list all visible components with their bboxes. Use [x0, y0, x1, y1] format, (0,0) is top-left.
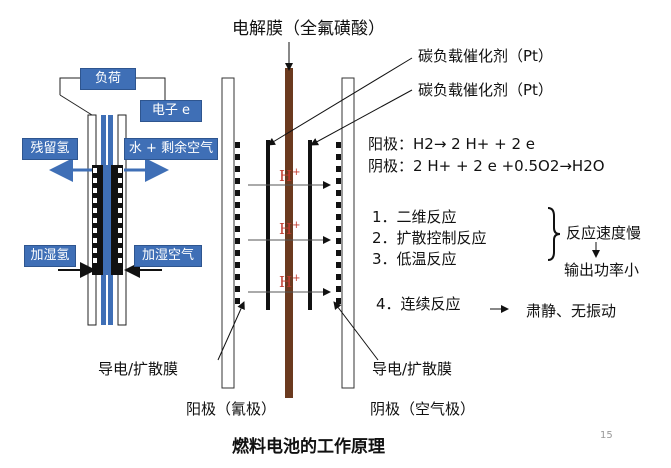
anode-prefix: 阳极：	[368, 135, 414, 153]
proton-label-2: H+	[279, 220, 300, 238]
diffusion-left-label: 导电/扩散膜	[98, 360, 179, 378]
mini-cell	[49, 77, 169, 326]
power-small: 输出功率小	[564, 261, 640, 279]
membrane-label: 电解膜（全氟磺酸）	[232, 19, 385, 39]
cathode-label: 阴极（空气极）	[370, 400, 476, 418]
page-number: 15	[600, 430, 613, 441]
main-cell	[217, 42, 413, 398]
load-box: 负荷	[80, 68, 136, 90]
anode-label: 阳极（氰极）	[186, 400, 277, 418]
humid-air-box: 加湿空气	[134, 245, 202, 267]
water-air-box: 水 + 剩余空气	[124, 138, 218, 160]
proton-charge: +	[292, 167, 301, 178]
proton-symbol: H	[279, 220, 293, 238]
anode-reaction: 阳极：H2→ 2 H+ + 2 e	[368, 133, 535, 154]
proton-label-1: H+	[279, 167, 300, 185]
proton-symbol: H	[279, 167, 293, 185]
cathode-reaction: 阴极：2 H+ + 2 e +0.5O2→H2O	[368, 155, 605, 176]
proton-label-3: H+	[279, 273, 300, 291]
feature-item-1: 1．二维反应	[372, 208, 457, 226]
feature-item-4: 4．连续反应	[376, 295, 461, 313]
catalyst-label-1: 碳负载催化剂（Pt）	[418, 47, 553, 65]
page-title: 燃料电池的工作原理	[232, 437, 385, 457]
rate-slow: 反应速度慢	[566, 224, 642, 242]
proton-charge: +	[292, 220, 301, 231]
cathode-equation: 2 H+ + 2 e +0.5O2→H2O	[413, 157, 605, 175]
anode-equation: H2→ 2 H+ + 2 e	[413, 135, 535, 153]
cathode-prefix: 阴极：	[368, 157, 414, 175]
feature-brace	[490, 207, 600, 313]
proton-charge: +	[292, 273, 301, 284]
residual-h2-box: 残留氢	[22, 138, 78, 160]
proton-symbol: H	[279, 273, 293, 291]
feature-item-3: 3．低温反应	[372, 250, 457, 268]
catalyst-label-2: 碳负载催化剂（Pt）	[418, 81, 553, 99]
electron-box: 电子 e	[140, 100, 202, 122]
humid-h2-box: 加湿氢	[24, 245, 76, 267]
feature-item-2: 2．扩散控制反应	[372, 229, 487, 247]
diffusion-right-label: 导电/扩散膜	[372, 360, 453, 378]
quiet-result: 肃静、无振动	[526, 302, 617, 320]
